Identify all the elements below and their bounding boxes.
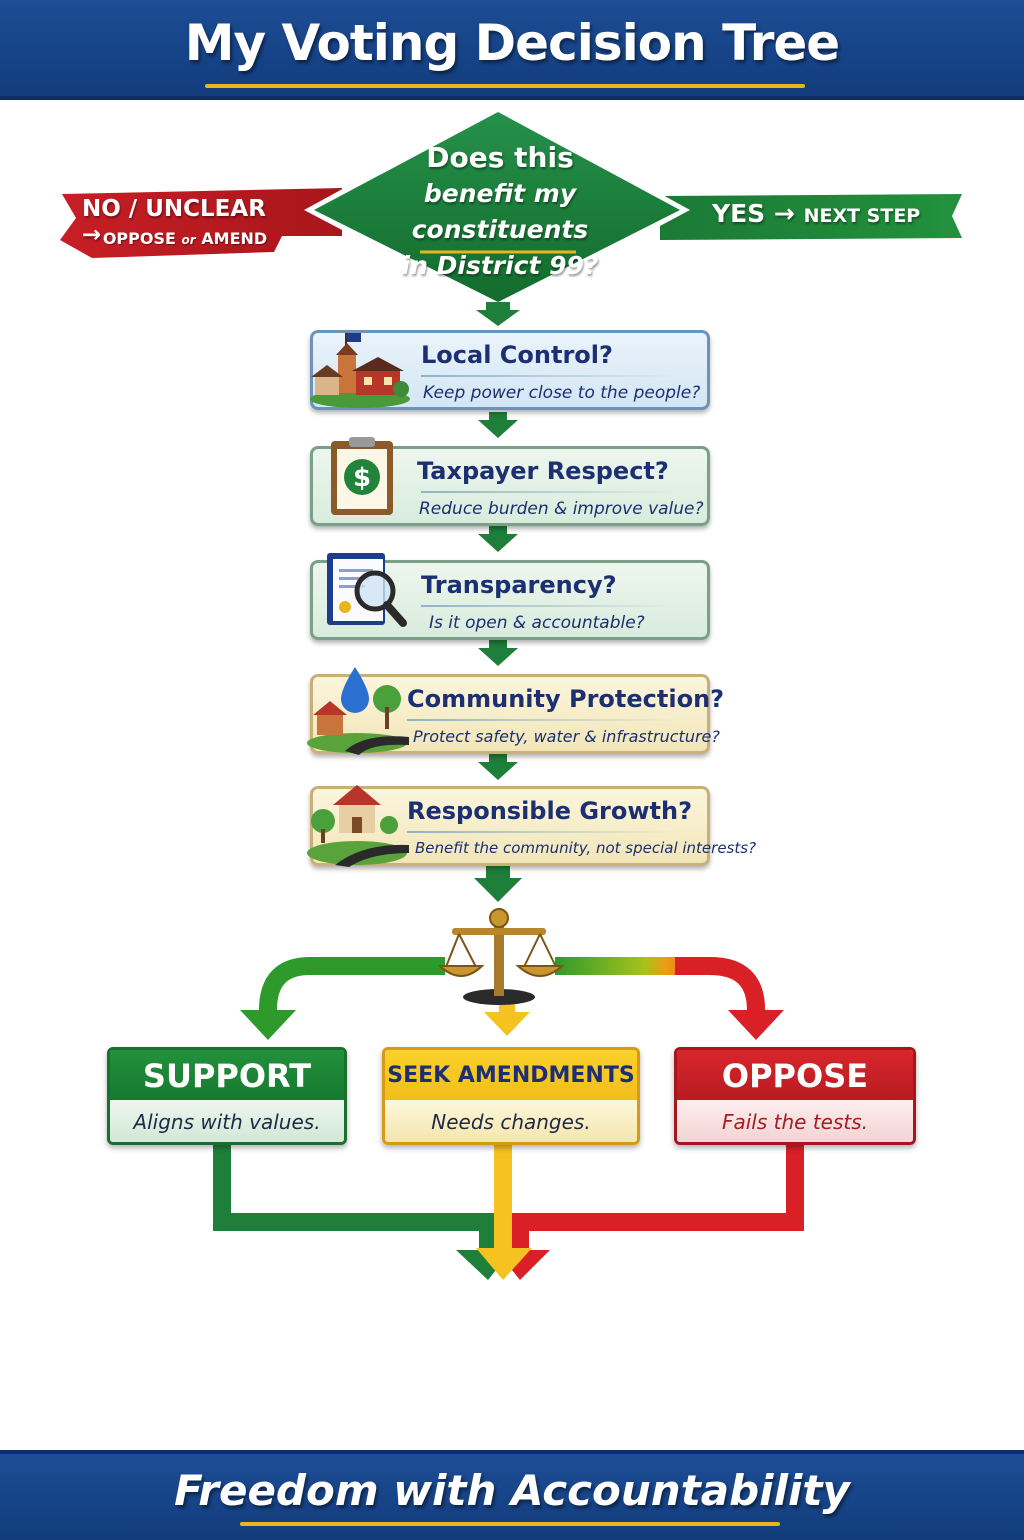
house-tree-road-icon: [307, 785, 409, 867]
outcome-description: Aligns with values.: [110, 1100, 344, 1142]
step-divider: [421, 491, 677, 493]
outcome-support: SUPPORT Aligns with values.: [107, 1047, 347, 1145]
outcome-description: Fails the tests.: [677, 1100, 913, 1142]
town-hall-icon: [310, 333, 410, 408]
or-word: or: [181, 233, 196, 247]
branch-arrows: [240, 957, 784, 1040]
step-subtitle: Protect safety, water & infrastructure?: [413, 727, 720, 746]
decision-question: Does this benefit my constituents in Dis…: [355, 140, 645, 284]
amend-word: AMEND: [201, 229, 268, 248]
no-branch-ribbon: [60, 188, 342, 258]
outcome-description: Needs changes.: [385, 1100, 637, 1142]
step-subtitle: Reduce burden & improve value?: [419, 499, 704, 519]
step-divider: [421, 375, 677, 377]
yes-next-step-label: YES → NEXT STEP: [712, 199, 952, 228]
step-local-control: Local Control? Keep power close to the p…: [310, 330, 710, 410]
step-subtitle: Benefit the community, not special inter…: [415, 839, 757, 857]
merge-connectors: [213, 1142, 804, 1280]
step-responsible-growth: Responsible Growth? Benefit the communit…: [307, 785, 756, 867]
document-magnifier-icon: [327, 553, 407, 627]
step-title: Responsible Growth?: [407, 797, 693, 825]
step-title: Transparency?: [421, 571, 617, 599]
step-divider: [421, 605, 677, 607]
step-divider: [407, 831, 677, 833]
step-community-protection: Community Protection? Protect safety, wa…: [307, 667, 724, 755]
step-title: Local Control?: [421, 341, 613, 369]
clipboard-dollar-icon: $: [331, 437, 393, 515]
footer-tagline: Freedom with Accountability: [174, 1466, 850, 1515]
footer-underline: [240, 1522, 780, 1526]
balance-scale-icon: [437, 908, 565, 1005]
decision-diamond: [304, 104, 690, 312]
outcome-title: SEEK AMENDMENTS: [385, 1050, 637, 1100]
step-title: Taxpayer Respect?: [417, 457, 669, 485]
outcome-title: OPPOSE: [677, 1050, 913, 1100]
step-divider: [407, 719, 677, 721]
step-title: Community Protection?: [407, 685, 725, 713]
yes-word: YES: [712, 199, 766, 228]
down-arrows: [474, 302, 522, 902]
oppose-or-amend-label: OPPOSE or AMEND: [100, 229, 270, 248]
footer-banner: Freedom with Accountability: [0, 1450, 1024, 1540]
yes-arrow: →: [773, 199, 795, 228]
step-subtitle: Is it open & accountable?: [429, 613, 645, 633]
step-taxpayer-respect: $ Taxpayer Respect? Reduce burden & impr…: [310, 437, 710, 526]
house-water-road-icon: [307, 667, 409, 755]
question-line-2: benefit my constituents: [411, 179, 589, 244]
question-line-3: in District 99?: [401, 251, 599, 280]
yes-branch-ribbon: [660, 194, 962, 240]
next-step-word: NEXT STEP: [803, 205, 921, 227]
no-unclear-label: NO / UNCLEAR →: [82, 196, 266, 248]
step-subtitle: Keep power close to the people?: [423, 383, 701, 403]
step-transparency: Transparency? Is it open & accountable?: [310, 553, 710, 640]
svg-text:$: $: [353, 463, 371, 493]
page-title: My Voting Decision Tree: [184, 14, 840, 72]
header-banner: My Voting Decision Tree: [0, 0, 1024, 100]
outcome-seek-amendments: SEEK AMENDMENTS Needs changes.: [382, 1047, 640, 1145]
oppose-word: OPPOSE: [102, 229, 176, 248]
header-underline: [205, 84, 805, 88]
question-line-1: Does this: [426, 141, 574, 174]
outcome-title: SUPPORT: [110, 1050, 344, 1100]
outcome-oppose: OPPOSE Fails the tests.: [674, 1047, 916, 1145]
